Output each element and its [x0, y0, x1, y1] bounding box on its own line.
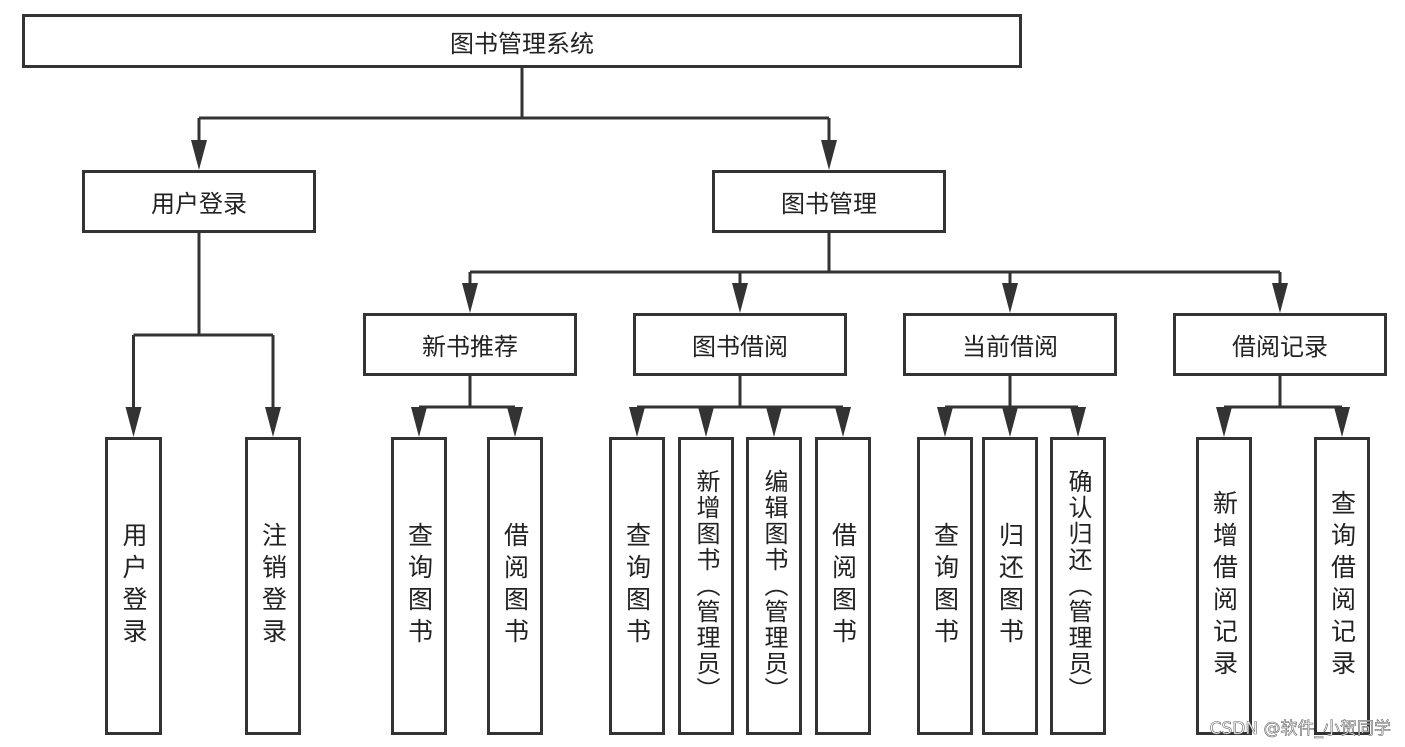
node-label: 查询借阅记录 [1327, 490, 1357, 682]
arrow-head-icon [821, 140, 837, 170]
arrow-head-icon [1070, 407, 1086, 437]
arrow-head-icon [835, 407, 851, 437]
arrow-head-icon [1334, 407, 1350, 437]
node-label: 用户登录 [119, 522, 148, 650]
node-label: 确认归还（管理员） [1064, 469, 1092, 703]
node-label: 借阅图书 [500, 522, 530, 650]
node-label: 查询图书 [622, 522, 652, 650]
arrow-head-icon [937, 407, 953, 437]
arrow-head-icon [1002, 407, 1018, 437]
leaf-node: 查询图书 [391, 437, 447, 735]
arrow-head-icon [1002, 283, 1018, 313]
node-label: 用户登录 [151, 190, 247, 218]
node-label: 借阅记录 [1232, 333, 1328, 361]
category-node: 图书借阅 [633, 313, 847, 376]
leaf-node: 查询图书 [917, 437, 973, 735]
arrow-head-icon [462, 283, 478, 313]
leaf-node: 新增借阅记录 [1196, 437, 1252, 735]
node-label: 编辑图书（管理员） [760, 469, 788, 703]
arrow-head-icon [1216, 407, 1232, 437]
branch-node: 图书管理 [712, 170, 946, 233]
node-label: 借阅图书 [828, 522, 858, 650]
node-label: 图书管理系统 [450, 29, 594, 58]
node-label: 注销登录 [258, 522, 288, 650]
leaf-node: 借阅图书 [487, 437, 543, 735]
arrow-head-icon [125, 407, 142, 437]
node-label: 查询图书 [404, 522, 434, 650]
arrow-head-icon [1272, 283, 1288, 313]
leaf-node: 归还图书 [982, 437, 1038, 735]
arrow-head-icon [629, 407, 645, 437]
leaf-node: 查询借阅记录 [1314, 437, 1370, 735]
node-label: 归还图书 [995, 522, 1025, 650]
node-label: 查询图书 [930, 522, 960, 650]
arrow-head-icon [732, 283, 748, 313]
arrow-head-icon [698, 407, 714, 437]
node-label: 新书推荐 [422, 333, 518, 361]
leaf-node: 查询图书 [609, 437, 665, 735]
branch-node: 用户登录 [82, 170, 316, 233]
leaf-node: 注销登录 [245, 437, 301, 735]
leaf-node: 借阅图书 [815, 437, 871, 735]
leaf-node: 编辑图书（管理员） [746, 437, 802, 735]
node-label: 图书借阅 [692, 333, 788, 361]
node-label: 新增图书（管理员） [692, 469, 720, 703]
node-label: 图书管理 [781, 190, 877, 218]
category-node: 当前借阅 [903, 313, 1117, 376]
arrow-head-icon [191, 140, 207, 170]
arrow-head-icon [507, 407, 523, 437]
arrow-head-icon [265, 407, 281, 437]
leaf-node: 新增图书（管理员） [678, 437, 734, 735]
leaf-node: 用户登录 [105, 437, 162, 735]
node-label: 当前借阅 [962, 333, 1058, 361]
arrow-head-icon [766, 407, 782, 437]
arrow-head-icon [411, 407, 427, 437]
root-node: 图书管理系统 [22, 14, 1022, 68]
watermark: CSDN @软件_小贺同学 [1209, 719, 1391, 740]
leaf-node: 确认归还（管理员） [1050, 437, 1106, 735]
category-node: 借阅记录 [1173, 313, 1387, 376]
category-node: 新书推荐 [363, 313, 577, 376]
node-label: 新增借阅记录 [1209, 490, 1239, 682]
